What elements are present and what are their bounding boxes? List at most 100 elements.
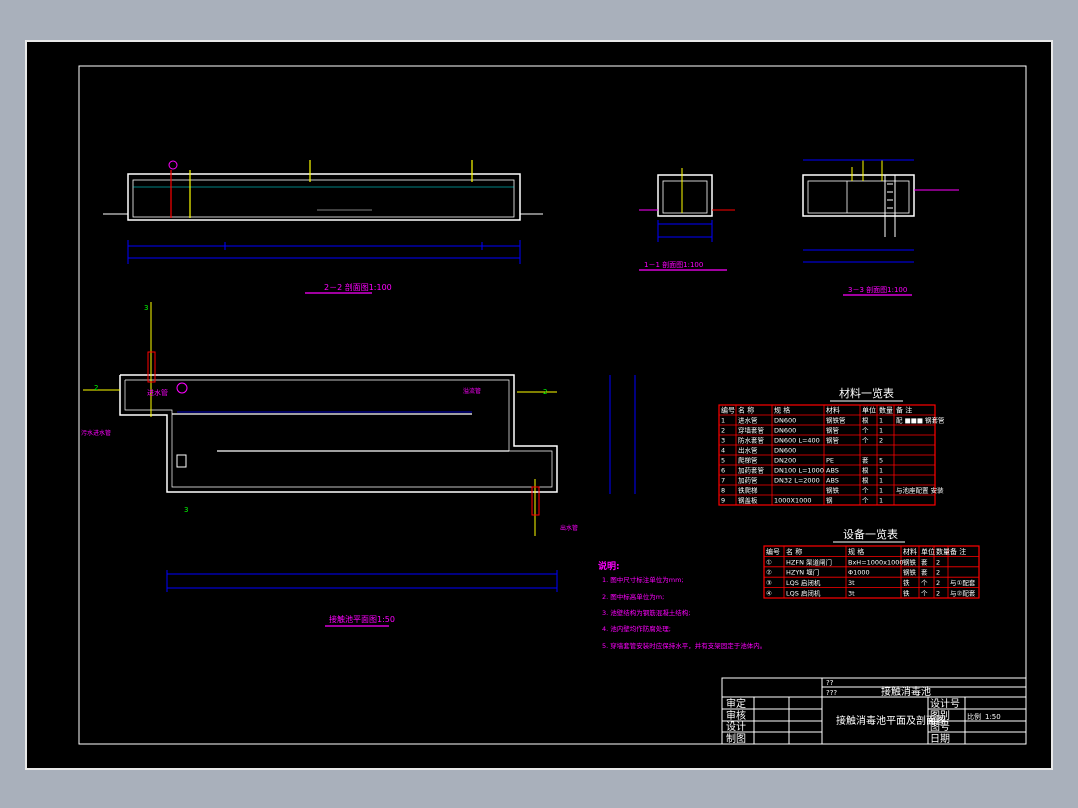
- equipment-cell: 2: [936, 558, 940, 566]
- equipment-header-cell: 编号: [766, 547, 780, 556]
- equipment-cell: HZFN 渠道闸门: [786, 557, 832, 566]
- materials-cell: 钢铁管: [826, 416, 846, 425]
- materials-title: 材料一览表: [839, 386, 894, 400]
- materials-cell: 3: [721, 437, 725, 445]
- marker-3-bottom: 3: [184, 506, 188, 514]
- materials-cell: 8: [721, 487, 725, 495]
- equipment-cell: 与②配套: [950, 589, 976, 598]
- materials-cell: DN600 L=400: [774, 437, 820, 445]
- materials-cell: 1: [721, 417, 725, 425]
- materials-cell: DN32 L=2000: [774, 477, 820, 485]
- materials-cell: 2: [879, 437, 883, 445]
- equipment-cell: 3t: [848, 590, 855, 598]
- equipment-header-cell: 单位: [921, 547, 935, 556]
- materials-cell: DN600: [774, 427, 796, 435]
- tb-q1: ??: [826, 679, 834, 687]
- materials-cell: 防水套管: [738, 436, 765, 445]
- note-4: 4. 池内壁均作防腐处理;: [602, 624, 671, 633]
- materials-cell: 与池座配置 安装: [896, 486, 944, 495]
- tb-role-0: 审定: [726, 697, 746, 710]
- equipment-cell: 2: [936, 569, 940, 577]
- equipment-title: 设备一览表: [843, 527, 898, 541]
- cad-drawing: 2－2 剖面图1:100 1－1 剖面图1:100 3－3 剖面图1:10: [78, 65, 1027, 745]
- equipment-cell: 3t: [848, 579, 855, 587]
- equipment-header-cell: 数量: [936, 547, 950, 556]
- equipment-cell: ①: [766, 558, 772, 566]
- materials-cell: 钢盖板: [738, 496, 758, 505]
- tb-q2: ???: [826, 689, 837, 697]
- equipment-cell: 钢铁: [903, 568, 917, 577]
- materials-cell: 钢: [826, 497, 833, 505]
- materials-cell: 1: [879, 467, 883, 475]
- materials-header-cell: 编号: [721, 406, 735, 415]
- materials-cell: 5: [879, 457, 883, 465]
- equipment-cell: 套: [921, 557, 928, 566]
- materials-cell: DN100 L=1000: [774, 467, 824, 475]
- materials-cell: 铁爬梯: [738, 486, 758, 495]
- materials-cell: 钢管: [826, 426, 840, 435]
- inlet-pipe-label: 进水管: [147, 388, 168, 397]
- materials-cell: 加药管: [738, 476, 758, 485]
- inner-frame: [78, 65, 1027, 745]
- materials-cell: 配 ■■■ 钢套管: [896, 416, 945, 425]
- outlet-pipe-label: 出水管: [560, 524, 578, 532]
- materials-cell: 钢管: [826, 436, 840, 445]
- materials-cell: 4: [721, 447, 725, 455]
- materials-header-cell: 材料: [826, 406, 840, 415]
- tb-right-0: 设计号: [930, 697, 960, 710]
- materials-cell: 出水管: [738, 446, 758, 455]
- materials-cell: 7: [721, 477, 725, 485]
- materials-header-cell: 备 注: [896, 406, 912, 415]
- materials-cell: DN600: [774, 447, 796, 455]
- tb-project: 接触消毒池: [881, 685, 931, 698]
- materials-cell: 1000X1000: [774, 497, 812, 505]
- notes-title: 说明:: [598, 560, 620, 572]
- section-3-3-title: 3－3 剖面图1:100: [848, 285, 907, 294]
- materials-header-cell: 规 格: [774, 406, 790, 415]
- tb-role-1: 审核: [726, 709, 746, 722]
- equipment-cell: ②: [766, 569, 772, 577]
- tb-drawing-name: 接触消毒池平面及剖面图: [836, 714, 946, 727]
- materials-cell: 1: [879, 487, 883, 495]
- equipment-cell: 铁: [903, 578, 910, 587]
- note-1: 1. 图中尺寸标注单位为mm;: [602, 575, 684, 584]
- materials-cell: 2: [721, 427, 725, 435]
- marker-3-top: 3: [144, 304, 148, 312]
- marker-2-left: 2: [94, 384, 98, 392]
- level-pipe-label: 溢流管: [463, 387, 481, 395]
- materials-cell: 个: [862, 437, 869, 445]
- materials-cell: 根: [862, 416, 869, 425]
- equipment-cell: LQS 启闭机: [786, 589, 821, 598]
- equipment-header-cell: 备 注: [950, 547, 966, 556]
- title-block: [721, 677, 1027, 745]
- drawing-sheet: 2－2 剖面图1:100 1－1 剖面图1:100 3－3 剖面图1:10: [25, 40, 1053, 770]
- equipment-cell: 2: [936, 579, 940, 587]
- tb-right-2: 图号: [930, 721, 950, 733]
- marker-2-right: 2: [543, 388, 547, 396]
- materials-cell: 根: [862, 476, 869, 485]
- materials-cell: 根: [862, 466, 869, 475]
- plan-view: 进水管 污水进水管 出水管 溢流管 2 2 3 3 接触池平面图1:50: [81, 302, 636, 627]
- materials-cell: 穿墙套管: [738, 426, 765, 435]
- materials-cell: 进水管: [738, 416, 758, 425]
- materials-cell: ABS: [826, 477, 839, 485]
- materials-cell: DN600: [774, 417, 796, 425]
- materials-cell: 钢铁: [826, 486, 840, 495]
- tb-right-3: 日期: [930, 733, 950, 745]
- materials-cell: 加药套管: [738, 466, 765, 475]
- equipment-cell: 钢铁: [903, 557, 917, 566]
- equipment-cell: 铁: [903, 589, 910, 598]
- materials-cell: 9: [721, 497, 725, 505]
- equipment-header-cell: 名 称: [786, 547, 802, 556]
- materials-cell: PE: [826, 457, 834, 465]
- materials-cell: 1: [879, 497, 883, 505]
- tb-scale-value: 1:50: [985, 713, 1001, 721]
- materials-cell: 6: [721, 467, 725, 475]
- note-5: 5. 穿墙套管安装时应保持水平，并有支架固定于池体内。: [602, 641, 766, 650]
- notes: 说明: 1. 图中尺寸标注单位为mm; 2. 图中标高单位为m; 3. 池壁结构…: [598, 560, 766, 650]
- equipment-cell: ③: [766, 579, 772, 587]
- section-1-1: 1－1 剖面图1:100: [639, 168, 735, 271]
- materials-cell: 1: [879, 477, 883, 485]
